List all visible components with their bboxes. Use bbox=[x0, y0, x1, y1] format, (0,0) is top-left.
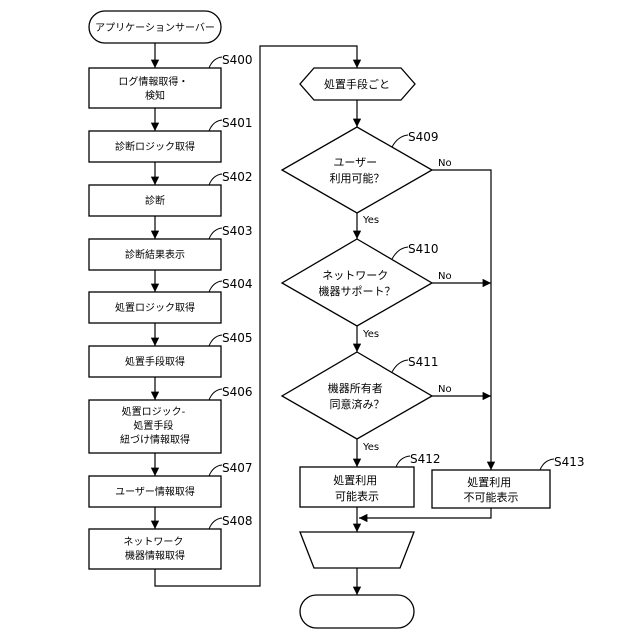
step-s407-id: S407 bbox=[222, 461, 253, 475]
start-terminal: アプリケーションサーバー bbox=[89, 11, 221, 43]
result-s412-leader bbox=[396, 456, 410, 467]
step-s408-id: S408 bbox=[222, 514, 253, 528]
loop-start-label: 処置手段ごと bbox=[324, 77, 390, 91]
step-s404-label: 処置ロジック取得 bbox=[115, 301, 195, 314]
arrow-s413-merge bbox=[359, 508, 491, 518]
decision-s411: 機器所有者 同意済み？ S411 No Yes bbox=[282, 352, 452, 453]
step-s407-leader bbox=[209, 465, 222, 476]
step-s406: 処置ロジック- 処置手段 紐づけ情報取得 S406 bbox=[89, 385, 253, 453]
decision-s410-id: S410 bbox=[408, 242, 439, 256]
decision-s409-id: S409 bbox=[408, 130, 439, 144]
start-label: アプリケーションサーバー bbox=[95, 22, 215, 34]
decision-s409: ユーザー 利用可能？ S409 No Yes bbox=[282, 127, 452, 226]
step-s406-id: S406 bbox=[222, 385, 253, 399]
step-s408: ネットワーク 機器情報取得 S408 bbox=[89, 514, 253, 569]
step-s401-label: 診断ロジック取得 bbox=[115, 140, 195, 153]
loop-start: 処置手段ごと bbox=[300, 68, 415, 100]
step-s402-label: 診断 bbox=[145, 194, 165, 207]
step-s401: 診断ロジック取得 S401 bbox=[89, 116, 253, 162]
decision-s410: ネットワーク 機器サポート？ S410 No Yes bbox=[282, 239, 452, 340]
step-s405-label: 処置手段取得 bbox=[125, 355, 185, 368]
step-s400-id: S400 bbox=[222, 53, 253, 67]
step-s402: 診断 S402 bbox=[89, 170, 253, 216]
decision-s410-yes: Yes bbox=[362, 329, 379, 340]
step-s404-leader bbox=[209, 281, 222, 292]
result-s413-leader bbox=[540, 459, 554, 470]
result-s412: 処置利用 可能表示 S412 bbox=[300, 452, 441, 507]
step-s400: ログ情報取得・ 検知 S400 bbox=[89, 53, 253, 108]
result-s413: 処置利用 不可能表示 S413 bbox=[432, 455, 585, 508]
loop-end bbox=[300, 532, 414, 568]
step-s404-id: S404 bbox=[222, 277, 253, 291]
no-line-right bbox=[432, 170, 491, 470]
result-s412-id: S412 bbox=[410, 452, 441, 466]
step-s403-leader bbox=[209, 228, 222, 239]
step-s401-id: S401 bbox=[222, 116, 253, 130]
step-s404: 処置ロジック取得 S404 bbox=[89, 277, 253, 323]
decision-s411-yes: Yes bbox=[362, 442, 379, 453]
step-s407-label: ユーザー情報取得 bbox=[115, 485, 195, 498]
step-s402-id: S402 bbox=[222, 170, 253, 184]
step-s403-id: S403 bbox=[222, 224, 253, 238]
decision-s411-leader bbox=[392, 360, 408, 372]
result-s413-id: S413 bbox=[554, 455, 585, 469]
step-s400-leader bbox=[209, 57, 222, 68]
step-s406-leader bbox=[209, 389, 222, 400]
decision-s409-leader bbox=[392, 135, 408, 147]
step-s401-leader bbox=[209, 120, 222, 131]
step-s402-leader bbox=[209, 174, 222, 185]
decision-s411-id: S411 bbox=[408, 355, 439, 369]
end-terminal bbox=[300, 595, 414, 628]
decision-s409-no: No bbox=[438, 158, 452, 169]
step-s405: 処置手段取得 S405 bbox=[89, 331, 253, 377]
step-s403: 診断結果表示 S403 bbox=[89, 224, 253, 270]
decision-s410-no: No bbox=[438, 271, 452, 282]
step-s405-leader bbox=[209, 335, 222, 346]
decision-s410-leader bbox=[392, 247, 408, 259]
decision-s409-yes: Yes bbox=[362, 215, 379, 226]
step-s405-id: S405 bbox=[222, 331, 253, 345]
step-s403-label: 診断結果表示 bbox=[125, 248, 185, 261]
decision-s411-no: No bbox=[438, 384, 452, 395]
step-s407: ユーザー情報取得 S407 bbox=[89, 461, 253, 507]
step-s408-leader bbox=[209, 518, 222, 529]
